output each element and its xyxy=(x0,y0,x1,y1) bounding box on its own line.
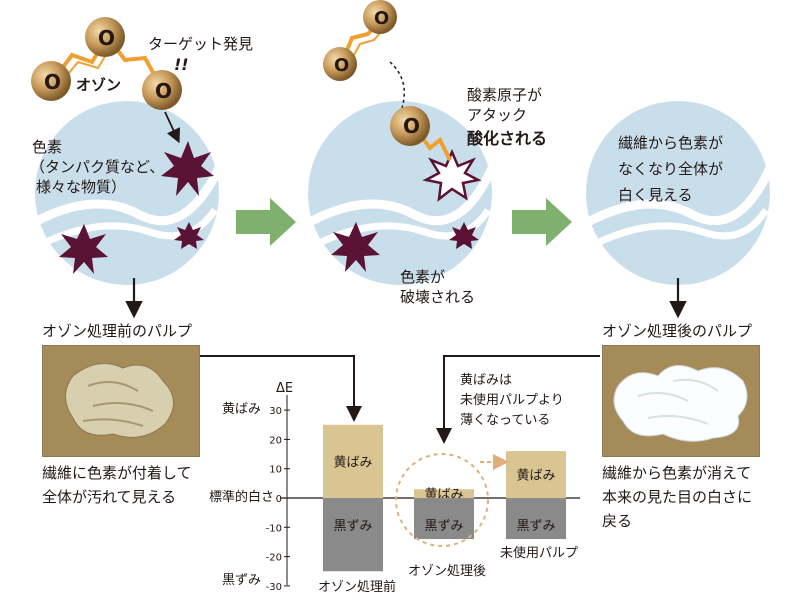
pulp-after-image xyxy=(613,365,748,442)
chart-bottom-label: 黒ずみ xyxy=(222,573,262,588)
chart-note-line2: 未使用パルプより xyxy=(460,393,564,408)
bar-label: 黒ずみ xyxy=(424,519,463,534)
pigment-star-icon xyxy=(59,224,108,274)
ozone-label: オゾン xyxy=(76,76,122,94)
after-title: オゾン処理後のパルプ xyxy=(602,322,753,340)
chart-category-label: 未使用パルプ xyxy=(500,546,579,561)
panel3-line1: 繊維から色素が xyxy=(618,134,724,152)
pigment-desc-line2: （タンパク質など、 xyxy=(30,158,165,176)
bar-label: 黄ばみ xyxy=(333,455,372,470)
panel3-line2: なくなり全体が xyxy=(618,160,724,178)
y-tick-label: 30 xyxy=(269,406,282,417)
destroyed-line2: 破壊される xyxy=(400,288,476,306)
svg-text:O: O xyxy=(155,79,172,103)
ozone-molecule-icon: O O O xyxy=(31,17,182,110)
after-caption-line2: 本来の見た目の白さに xyxy=(602,488,753,506)
y-tick-label: -20 xyxy=(266,553,282,564)
y-tick-label: -30 xyxy=(266,582,282,593)
bar-darkening xyxy=(414,498,474,540)
color-difference-chart: 3020100-10-20-30 黄ばみ黄ばみ黄ばみ黒ずみ黒ずみ黒ずみ xyxy=(266,395,580,593)
pulp-after-photo xyxy=(602,345,760,457)
svg-text:O: O xyxy=(98,26,115,50)
chart-bars: 黄ばみ黄ばみ黄ばみ黒ずみ黒ずみ黒ずみ xyxy=(323,424,566,572)
after-caption-line1: 繊維から色素が消えて xyxy=(602,464,752,482)
pigment-desc-line3: 様々な物質） xyxy=(36,178,127,196)
bar-label: 黒ずみ xyxy=(516,519,555,534)
pigment-label: 色素 xyxy=(32,138,63,156)
pulp-fiber-circle-3 xyxy=(585,101,775,285)
attack-line2: アタック xyxy=(467,106,528,124)
chart-category-label: オゾン処理前 xyxy=(318,580,397,595)
svg-text:O: O xyxy=(44,70,61,94)
bar-label: 黒ずみ xyxy=(333,519,372,534)
target-found-label: ターゲット発見 xyxy=(148,35,254,53)
after-caption-line3: 戻る xyxy=(602,512,633,530)
pulp-before-image xyxy=(65,363,174,438)
arrow-right-icon xyxy=(236,198,296,246)
bar-yellowing xyxy=(414,489,474,498)
attack-line1: 酸素原子が xyxy=(467,86,543,104)
pigment-star-icon xyxy=(161,141,214,196)
arrow-right-icon xyxy=(512,198,572,246)
chart-y-axis-label: ΔE xyxy=(276,381,294,396)
chart-top-label: 黄ばみ xyxy=(222,402,262,417)
y-tick-label: 10 xyxy=(269,465,282,476)
svg-text:!!: !! xyxy=(174,55,189,74)
y-tick-label: 20 xyxy=(269,435,282,446)
pigment-star-icon xyxy=(331,222,380,272)
bar-yellowing xyxy=(323,424,383,498)
before-caption-line1: 繊維に色素が付着して xyxy=(42,464,192,482)
oxidized-label: 酸化される xyxy=(467,129,548,148)
pigment-star-icon xyxy=(174,222,204,249)
pigment-star-icon xyxy=(449,222,479,249)
before-title: オゾン処理前のパルプ xyxy=(42,322,193,340)
bar-label: 黄ばみ xyxy=(516,469,555,484)
chart-note-line1: 黄ばみは xyxy=(460,373,513,388)
oxygen-molecule-icon: O O xyxy=(323,0,397,81)
y-tick-label: -10 xyxy=(266,523,282,534)
destroyed-line1: 色素が xyxy=(400,268,446,286)
chart-y-ticks: 30 20 10 0 -10 -20 -30 xyxy=(266,406,290,593)
svg-text:O: O xyxy=(334,55,349,76)
bar-darkening xyxy=(506,498,566,540)
oxygen-atom-icon: O xyxy=(390,106,452,161)
pulp-before-photo xyxy=(42,345,200,457)
bar-darkening xyxy=(323,498,383,572)
y-tick-label: 0 xyxy=(276,494,282,505)
before-caption-line2: 全体が汚れて見える xyxy=(42,488,177,506)
highlight-circle xyxy=(395,453,489,547)
bar-yellowing xyxy=(506,451,566,498)
svg-text:O: O xyxy=(374,8,389,29)
chart-note-line3: 薄くなっている xyxy=(460,413,551,428)
chart-category-label: オゾン処理後 xyxy=(408,564,487,579)
oxidized-pigment-star-icon xyxy=(422,148,482,202)
chart-zero-label: 標準的白さ xyxy=(209,490,275,505)
svg-text:O: O xyxy=(403,114,420,138)
panel3-line3: 白く見える xyxy=(618,186,693,204)
